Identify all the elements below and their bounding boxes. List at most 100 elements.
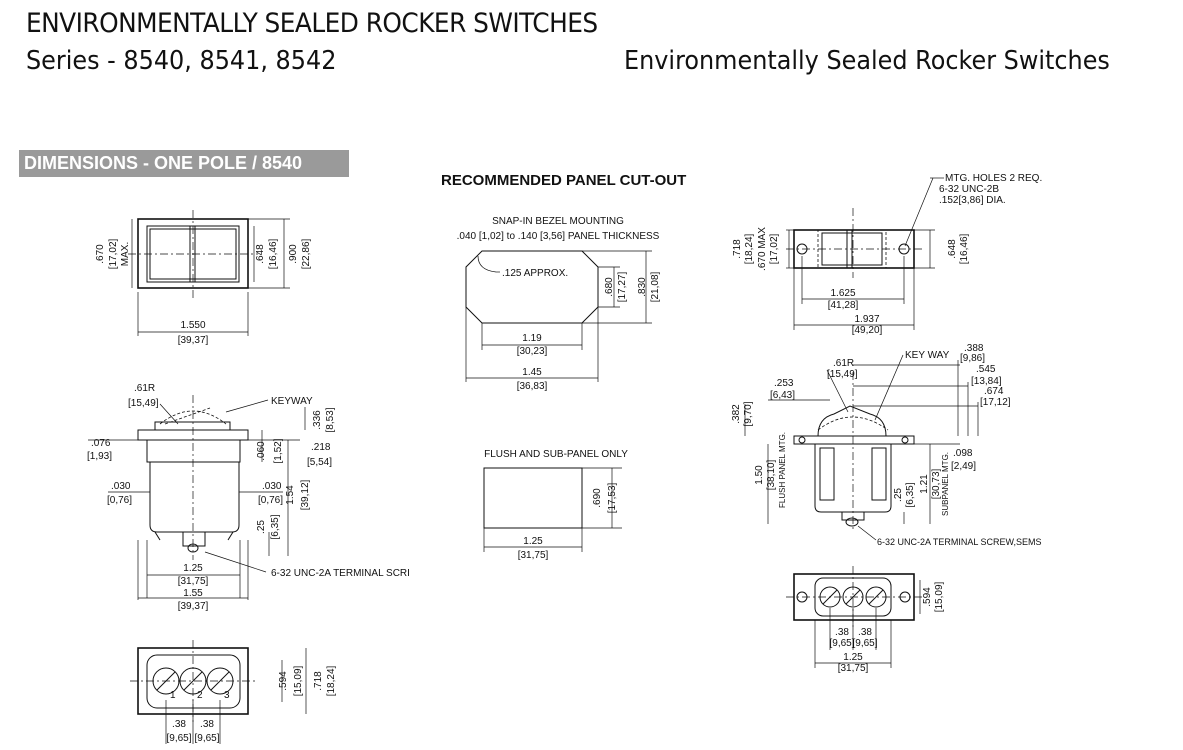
bottom-t2: 2 [197, 690, 203, 701]
side-d154: 1.54 [285, 485, 296, 505]
mount-d670: .670 MAX [757, 227, 768, 271]
side-d125m: [31,75] [178, 576, 209, 587]
rs-d61r: .61R [833, 358, 854, 369]
panel-cutout-title: RECOMMENDED PANEL CUT-OUT [441, 172, 687, 189]
bottom-d594m: [15,09] [293, 665, 304, 696]
rb-d38b: .38 [858, 627, 872, 638]
rb-d38am: [9,65] [829, 638, 854, 649]
rs-d25m: [6,35] [905, 482, 916, 507]
front-d648: .648 [255, 244, 266, 264]
mount-d648: .648 [947, 239, 958, 259]
flush-d125: 1.25 [523, 536, 543, 547]
mount-d718m: [18,24] [744, 233, 755, 264]
front-d1550: 1.550 [180, 320, 205, 331]
rs-d382m: [9,70] [743, 401, 754, 426]
side-d125: 1.25 [183, 563, 203, 574]
rs-d388m: [9,86] [960, 353, 985, 364]
bottom-d594: .594 [278, 671, 289, 691]
side-d336: .336 [312, 410, 323, 430]
bottom-d38bm: [9,65] [194, 733, 219, 744]
cutout-snap: SNAP-IN BEZEL MOUNTING [492, 216, 624, 227]
front-d670m: [17,02] [108, 238, 119, 269]
rs-keyway: KEY WAY [905, 350, 950, 361]
page-title: ENVIRONMENTALLY SEALED ROCKER SWITCHES [26, 8, 598, 39]
side-d030b: .030 [262, 481, 282, 492]
rs-d150: 1.50 [754, 465, 765, 485]
rs-d253: .253 [774, 378, 794, 389]
flush-d125m: [31,75] [518, 550, 549, 561]
rs-terminal: 6-32 UNC-2A TERMINAL SCREW,SEMS [877, 537, 1042, 547]
flush-d690m: [17,53] [607, 482, 618, 513]
mount-d718: .718 [732, 239, 743, 259]
rs-d121m: [30,73] [931, 468, 942, 499]
side-d336m: [8,53] [325, 407, 336, 432]
side-terminal: 6-32 UNC-2A TERMINAL SCRI [271, 568, 410, 579]
bottom-d38a: .38 [172, 719, 186, 730]
flush-d690: .690 [592, 488, 603, 508]
front-d900: .900 [288, 244, 299, 264]
rs-flush-mtg: FLUSH PANEL MTG. [778, 432, 787, 508]
rb-d125m: [31,75] [838, 663, 869, 674]
rs-d61rm: [15,49] [827, 369, 858, 380]
side-d25m: [6,35] [270, 514, 281, 539]
cutout-d830m: [21,08] [650, 271, 661, 302]
cutout-d145m: [36,83] [517, 381, 548, 392]
rb-d594: .594 [922, 587, 933, 607]
bottom-d38am: [9,65] [166, 733, 191, 744]
mount-unc: 6-32 UNC-2B [939, 184, 999, 195]
cutout-d119m: [30,23] [517, 346, 548, 357]
front-d670: .670 [95, 244, 106, 264]
side-d61r: .61R [134, 383, 155, 394]
side-d030a: .030 [111, 481, 131, 492]
cutout-thickness: .040 [1,02] to .140 [3,56] PANEL THICKNE… [457, 231, 660, 242]
rb-d594m: [15,09] [934, 581, 945, 612]
rb-d125: 1.25 [843, 652, 863, 663]
cutout-d119: 1.19 [522, 333, 542, 344]
rs-d098: .098 [953, 448, 973, 459]
bottom-view: 1 2 3 .594 [15,09] .718 [18,24] .38 [9,6… [130, 640, 337, 744]
right-bottom-view: .594 [15,09] .38 [9,65] .38 [9,65] 1.25 … [786, 566, 945, 674]
side-d155: 1.55 [183, 588, 203, 599]
right-side-view: KEY WAY .61R [15,49] .388 [9,86] .545 [1… [731, 343, 1042, 547]
side-d155m: [39,37] [178, 601, 209, 612]
mount-d1625: 1.625 [830, 288, 855, 299]
rs-d25: .25 [893, 488, 904, 502]
rs-d545m: [13,84] [971, 376, 1002, 387]
cutout-d680m: [17,27] [617, 271, 628, 302]
rs-d545: .545 [976, 364, 996, 375]
rs-sub-mtg: SUBPANEL MTG. [941, 452, 950, 516]
right-title: Environmentally Sealed Rocker Switches [624, 46, 1110, 76]
mount-d670m: [17,02] [769, 233, 780, 264]
side-d218m: [5,54] [307, 457, 332, 468]
side-d060m: [1,52] [273, 438, 284, 463]
front-d900m: [22,86] [301, 238, 312, 269]
front-max: MAX. [120, 242, 131, 266]
side-d218: .218 [311, 442, 331, 453]
rs-d388: .388 [964, 343, 984, 354]
front-d648m: [16,46] [268, 238, 279, 269]
mount-d1937: 1.937 [854, 314, 879, 325]
rs-d253m: [6,43] [770, 390, 795, 401]
side-d076: .076 [91, 438, 111, 449]
side-keyway: KEYWAY [271, 396, 313, 407]
series-subtitle: Series - 8540, 8541, 8542 [26, 46, 337, 76]
section-badge: DIMENSIONS - ONE POLE / 8540 [19, 150, 349, 177]
side-d61rm: [15,49] [128, 398, 159, 409]
mount-d1937m: [49,20] [852, 325, 883, 336]
rs-d098m: [2,49] [951, 461, 976, 472]
side-d076m: [1,93] [87, 451, 112, 462]
side-d060: .060 [256, 441, 267, 461]
rb-d38a: .38 [835, 627, 849, 638]
cutout-d145: 1.45 [522, 367, 542, 378]
bottom-d718m: [18,24] [326, 665, 337, 696]
side-d030bm: [0,76] [258, 495, 283, 506]
side-d25: .25 [256, 520, 267, 534]
bottom-d718: .718 [313, 671, 324, 691]
rs-d674: .674 [984, 386, 1004, 397]
cutout-radius: .125 APPROX. [502, 268, 568, 279]
side-d154m: [39,12] [300, 479, 311, 510]
mount-d1625m: [41,28] [828, 300, 859, 311]
cutout-d830: .830 [637, 277, 648, 297]
rs-d674m: [17,12] [980, 397, 1011, 408]
